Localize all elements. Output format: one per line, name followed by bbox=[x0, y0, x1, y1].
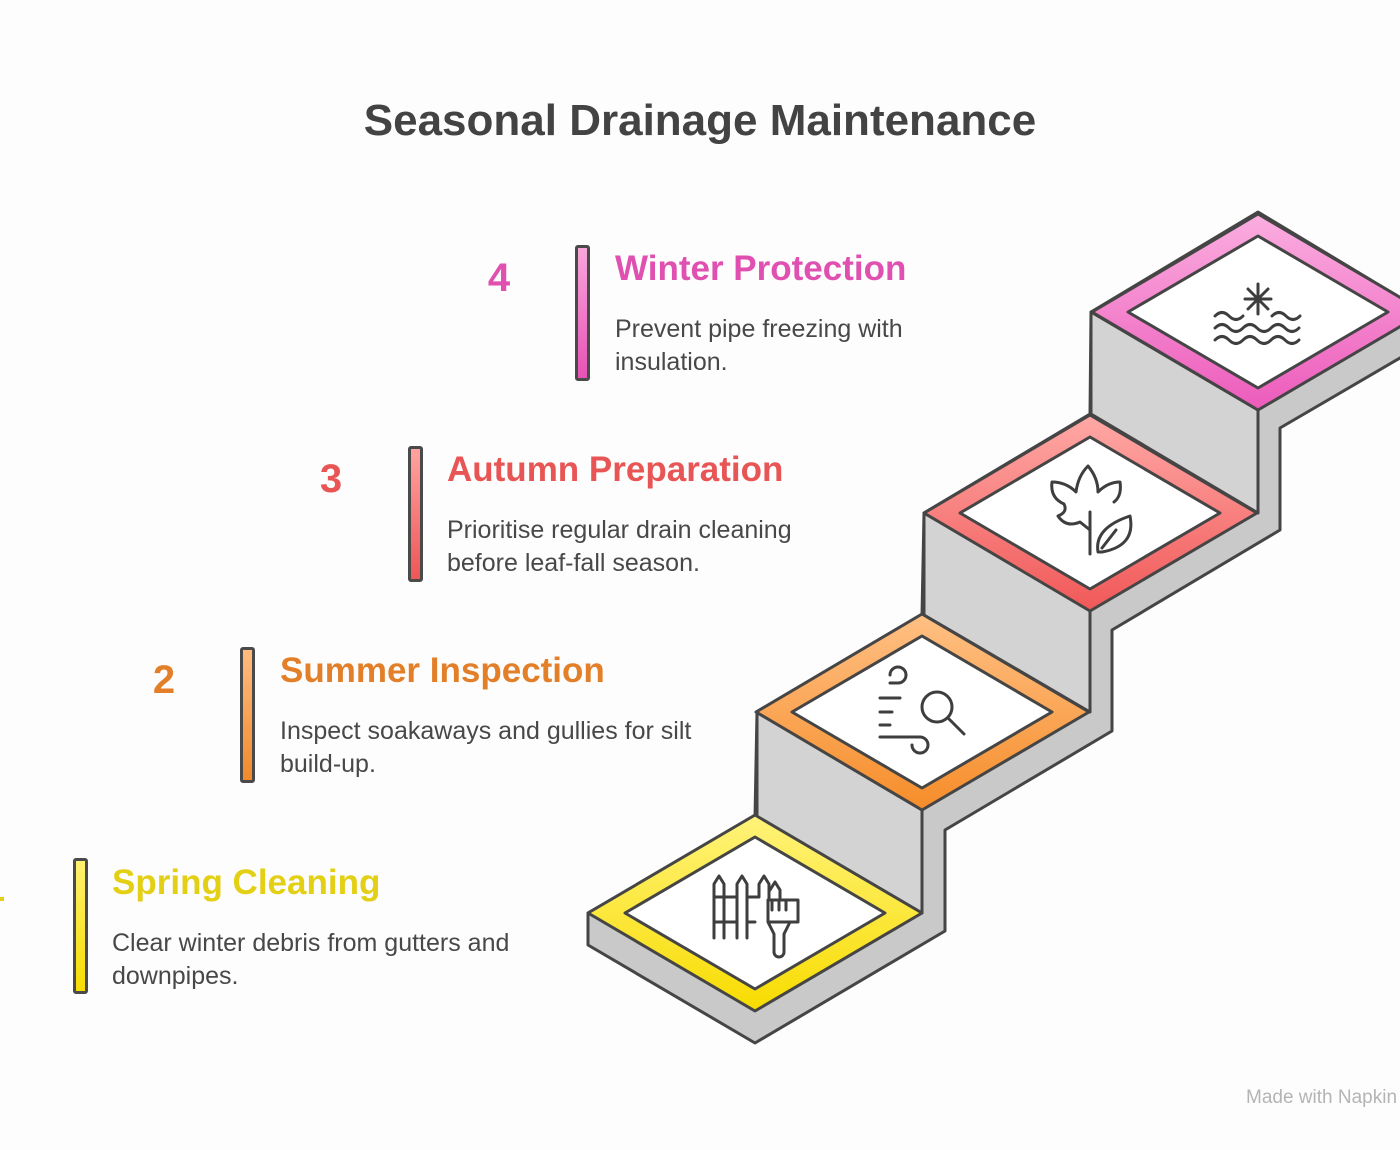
step-1-number: 1 bbox=[0, 866, 24, 911]
step-3-description: Prioritise regular drain cleaning before… bbox=[447, 516, 792, 577]
fence-paintbrush-icon bbox=[712, 874, 800, 959]
step-3-bar bbox=[408, 446, 423, 582]
step-1-bar bbox=[73, 858, 88, 994]
step-3-title: Autumn Preparation bbox=[447, 450, 784, 489]
step-4-description: Prevent pipe freezing with insulation. bbox=[615, 315, 903, 376]
step-4-title: Winter Protection bbox=[615, 249, 907, 288]
snowflake-water-icon bbox=[1213, 282, 1302, 345]
step-3-number: 3 bbox=[319, 457, 343, 501]
step-2-bar bbox=[240, 647, 255, 783]
step-1-description: Clear winter debris from gutters and dow… bbox=[112, 929, 510, 990]
step-4-bar bbox=[575, 245, 590, 381]
diagram-title: Seasonal Drainage Maintenance bbox=[363, 96, 1037, 145]
watermark: Made with Napkin bbox=[1246, 1087, 1398, 1108]
step-2-number: 2 bbox=[152, 658, 176, 702]
step-2-description: Inspect soakaways and gullies for silt b… bbox=[280, 717, 692, 778]
leaves-icon bbox=[1050, 464, 1133, 556]
step-1-title: Spring Cleaning bbox=[112, 863, 381, 902]
wind-magnifier-icon bbox=[878, 665, 966, 755]
step-4-number: 4 bbox=[487, 256, 511, 300]
step-2-title: Summer Inspection bbox=[280, 651, 605, 690]
